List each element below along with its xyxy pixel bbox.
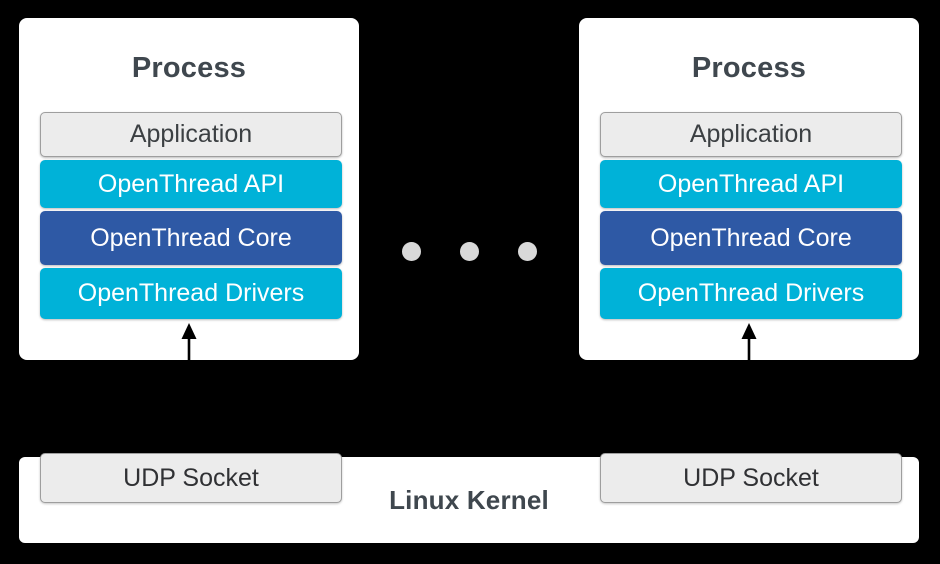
layer-openthread-drivers: OpenThread Drivers <box>40 268 342 319</box>
linux-kernel-bar: Linux Kernel UDP Socket UDP Socket <box>19 453 919 543</box>
ellipsis-dot <box>518 241 537 261</box>
layer-openthread-api: OpenThread API <box>40 160 342 208</box>
layer-openthread-drivers: OpenThread Drivers <box>600 268 902 319</box>
ellipsis-dot <box>460 241 479 261</box>
layer-openthread-core: OpenThread Core <box>40 211 342 265</box>
ellipsis-dots-icon <box>402 241 537 261</box>
layer-openthread-api: OpenThread API <box>600 160 902 208</box>
process-box-left: Process Application OpenThread API OpenT… <box>19 18 359 360</box>
layer-application: Application <box>40 112 342 157</box>
arrow-up-icon <box>181 323 197 360</box>
ellipsis-dot <box>402 241 421 261</box>
arrow-up-icon <box>741 323 757 360</box>
process-title: Process <box>691 52 807 84</box>
layer-openthread-core: OpenThread Core <box>600 211 902 265</box>
process-box-right: Process Application OpenThread API OpenT… <box>579 18 919 360</box>
process-title: Process <box>131 52 247 84</box>
udp-socket-left: UDP Socket <box>40 453 342 503</box>
udp-socket-right: UDP Socket <box>600 453 902 503</box>
layer-application: Application <box>600 112 902 157</box>
linux-kernel-label: Linux Kernel <box>389 484 549 515</box>
